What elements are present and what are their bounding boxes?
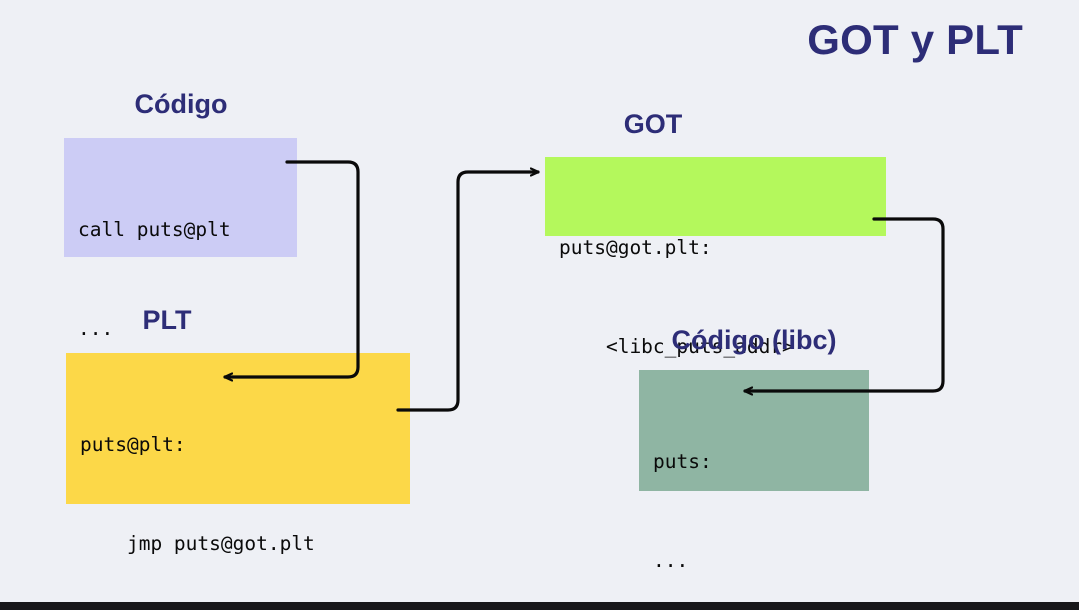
code-block-libc: puts: ... ... [639, 370, 869, 572]
code-line: ... [78, 317, 114, 340]
arrow-plt-to-got [396, 172, 540, 412]
code-block-got: puts@got.plt: <libc_puts_addr> [545, 157, 886, 358]
page-title: GOT y PLT [807, 16, 1023, 63]
code-block-codigo: call puts@plt ... ... [64, 138, 297, 439]
section-heading-libc: Código (libc) [671, 325, 837, 355]
code-line: ... [653, 549, 689, 572]
section-heading-got: GOT [623, 109, 683, 139]
section-heading-codigo: Código [134, 89, 228, 119]
code-line: puts@plt: [80, 433, 186, 456]
code-block-plt: puts@plt: jmp puts@got.plt ... ... [66, 353, 410, 555]
section-heading-plt: PLT [142, 305, 192, 335]
code-line: call puts@plt [78, 218, 231, 241]
code-line: puts: [653, 450, 712, 473]
code-line: puts@got.plt: [559, 236, 712, 259]
code-line: jmp puts@got.plt [80, 532, 315, 555]
